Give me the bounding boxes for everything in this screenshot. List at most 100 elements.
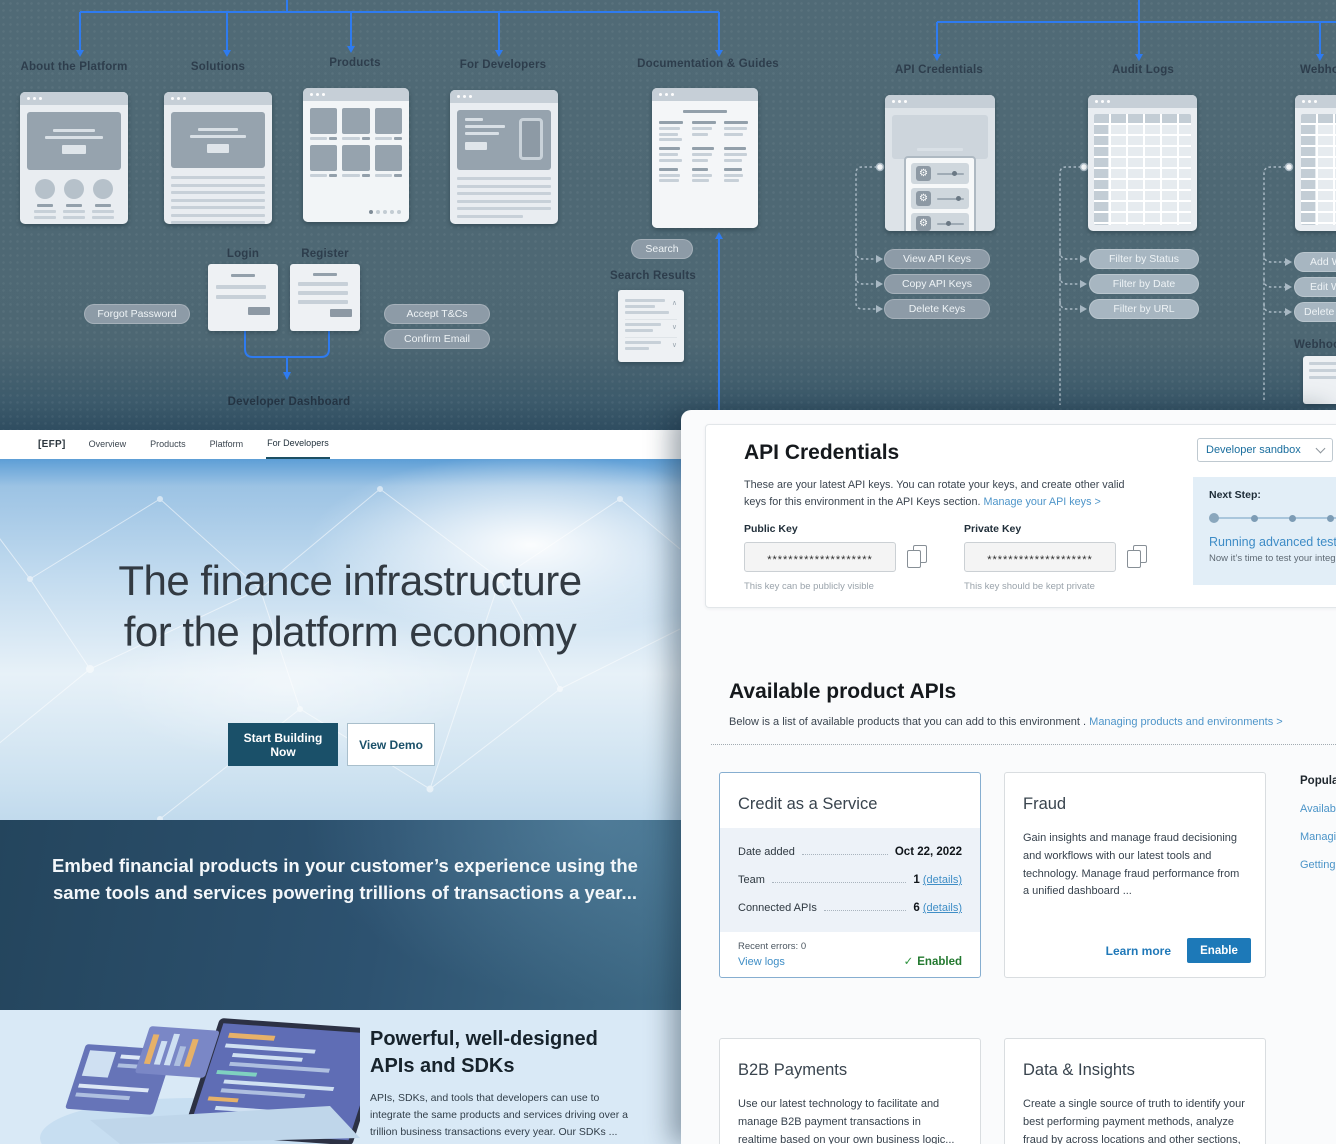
sitemap-pill-filter-by-date[interactable]: Filter by Date bbox=[1089, 274, 1199, 294]
view-logs-link[interactable]: View logs bbox=[738, 956, 785, 968]
enable-button[interactable]: Enable bbox=[1187, 938, 1251, 963]
sitemap-pill-filter-by-status[interactable]: Filter by Status bbox=[1089, 249, 1199, 269]
sitemap-pill-confirm-email[interactable]: Confirm Email bbox=[384, 329, 490, 349]
website-screenshot: [EFP] Overview Products Platform For Dev… bbox=[0, 430, 681, 1144]
sitemap-pill-edit-webhook[interactable]: Edit Webhook bbox=[1294, 277, 1336, 297]
product-card-title: B2B Payments bbox=[738, 1061, 848, 1079]
private-key-label: Private Key bbox=[964, 523, 1022, 535]
sitemap-label-login: Login bbox=[226, 248, 260, 260]
detail-row-team: Team 1 (details) bbox=[738, 874, 962, 886]
wireframe-documentation-page bbox=[652, 88, 758, 228]
wireframe-webhooks-page bbox=[1295, 95, 1336, 231]
api-credentials-description: These are your latest API keys. You can … bbox=[744, 479, 1125, 509]
value-prop-banner: Embed financial products in your custome… bbox=[0, 820, 681, 1010]
laptop-illustration bbox=[40, 1018, 360, 1144]
wireframe-webhook-detail bbox=[1303, 356, 1336, 404]
private-key-group: Private Key ******************** This ke… bbox=[964, 523, 1194, 592]
private-key-input[interactable]: ******************** bbox=[964, 542, 1116, 572]
sdk-section: Powerful, well-designed APIs and SDKs AP… bbox=[0, 1010, 681, 1144]
team-details-link[interactable]: (details) bbox=[922, 874, 962, 886]
wireframe-search-results: ∧ ∨ ∨ bbox=[618, 290, 684, 362]
learn-more-link[interactable]: Learn more bbox=[1105, 943, 1171, 958]
b2b-card-description: Use our latest technology to facilitate … bbox=[738, 1098, 955, 1144]
next-step-title[interactable]: Running advanced test scenarios bbox=[1209, 535, 1336, 549]
next-step-label: Next Step: bbox=[1209, 489, 1261, 501]
sitemap-pill-add-webhook[interactable]: Add Webhook bbox=[1294, 252, 1336, 272]
copy-icon[interactable] bbox=[906, 545, 928, 569]
sitemap-pill-search[interactable]: Search bbox=[631, 239, 693, 259]
detail-row-date-added: Date added Oct 22, 2022 bbox=[738, 846, 962, 858]
gear-icon: ⚙ bbox=[916, 191, 931, 206]
dotted-divider bbox=[711, 744, 1336, 745]
product-card-fraud: Fraud Gain insights and manage fraud dec… bbox=[1004, 772, 1266, 978]
wireframe-login-form bbox=[208, 264, 278, 331]
chevron-up-icon: ∧ bbox=[671, 300, 677, 307]
manage-api-keys-link[interactable]: Manage your API keys > bbox=[983, 496, 1101, 509]
connected-apis-details-link[interactable]: (details) bbox=[922, 902, 962, 914]
recent-errors-text: Recent errors: 0 bbox=[738, 941, 807, 952]
site-logo[interactable]: [EFP] bbox=[38, 439, 66, 450]
developer-dashboard-panel: API Credentials These are your latest AP… bbox=[681, 410, 1336, 1144]
sidebar-link-managing[interactable]: Managing... bbox=[1300, 831, 1336, 843]
hero-title: The finance infrastructure for the platf… bbox=[118, 557, 582, 656]
sitemap-pill-forgot-password[interactable]: Forgot Password bbox=[84, 304, 190, 324]
sitemap-label-webhook-detail: Webhooks bbox=[1294, 339, 1336, 351]
gear-icon: ⚙ bbox=[916, 166, 931, 181]
private-key-hint: This key should be kept private bbox=[964, 581, 1095, 592]
banner-text: Embed financial products in your custome… bbox=[52, 855, 638, 903]
view-demo-button[interactable]: View Demo bbox=[347, 723, 435, 766]
hero-section: The finance infrastructure for the platf… bbox=[0, 459, 681, 850]
product-card-title: Data & Insights bbox=[1023, 1061, 1135, 1079]
sitemap-label-for-developers: For Developers bbox=[459, 59, 547, 71]
sitemap-connectors bbox=[76, 0, 1336, 430]
public-key-label: Public Key bbox=[744, 523, 798, 535]
environment-select[interactable]: Developer sandbox bbox=[1197, 438, 1333, 462]
sidebar-link-getting[interactable]: Getting... bbox=[1300, 859, 1336, 871]
product-card-data-insights: Data & Insights Create a single source o… bbox=[1004, 1038, 1266, 1144]
fraud-card-description: Gain insights and manage fraud decisioni… bbox=[1023, 832, 1240, 898]
sitemap-pill-accept-tcs[interactable]: Accept T&Cs bbox=[384, 304, 490, 324]
sitemap-pill-view-api-keys[interactable]: View API Keys bbox=[884, 249, 990, 269]
enabled-status-badge: ✓Enabled bbox=[903, 956, 962, 968]
sitemap-pill-copy-api-keys[interactable]: Copy API Keys bbox=[884, 274, 990, 294]
product-card-credit-as-a-service: Credit as a Service Date added Oct 22, 2… bbox=[719, 772, 981, 978]
sdk-heading: Powerful, well-designed APIs and SDKs bbox=[370, 1028, 598, 1077]
start-building-button[interactable]: Start Building Now bbox=[228, 723, 338, 766]
wireframe-products-page bbox=[303, 88, 409, 222]
progress-stepper bbox=[1209, 513, 1336, 523]
wireframe-register-form bbox=[290, 264, 360, 331]
nav-item-for-developers[interactable]: For Developers bbox=[266, 430, 330, 459]
check-icon: ✓ bbox=[903, 956, 914, 968]
wireframe-audit-logs-page bbox=[1088, 95, 1197, 231]
wireframe-api-credentials-page: ⚙ ⚙ ⚙ bbox=[885, 95, 995, 231]
sitemap-pill-filter-by-url[interactable]: Filter by URL bbox=[1089, 299, 1199, 319]
nav-item-products[interactable]: Products bbox=[150, 439, 186, 449]
chevron-down-icon: ∨ bbox=[671, 342, 677, 349]
next-step-panel: Next Step: Running advanced test scenari… bbox=[1193, 477, 1336, 585]
public-key-group: Public Key ******************** This key… bbox=[744, 523, 974, 592]
chevron-down-icon: ∨ bbox=[671, 324, 677, 331]
managing-products-link[interactable]: Managing products and environments > bbox=[1089, 716, 1283, 728]
product-card-b2b-payments: B2B Payments Use our latest technology t… bbox=[719, 1038, 981, 1144]
sitemap-pill-delete-webhook[interactable]: Delete Webhook bbox=[1294, 302, 1336, 322]
copy-icon[interactable] bbox=[1126, 545, 1148, 569]
api-credentials-title: API Credentials bbox=[744, 441, 900, 464]
public-key-input[interactable]: ******************** bbox=[744, 542, 896, 572]
chevron-down-icon bbox=[1315, 443, 1326, 454]
website-navbar: [EFP] Overview Products Platform For Dev… bbox=[0, 430, 681, 459]
sidebar-link-available[interactable]: Available... bbox=[1300, 803, 1336, 815]
product-card-title: Fraud bbox=[1023, 795, 1067, 813]
sitemap-label-search-results: Search Results bbox=[610, 270, 696, 282]
nav-item-overview[interactable]: Overview bbox=[88, 439, 127, 449]
api-credentials-card: API Credentials These are your latest AP… bbox=[705, 424, 1336, 608]
gear-icon: ⚙ bbox=[916, 216, 931, 231]
sitemap-pill-delete-keys[interactable]: Delete Keys bbox=[884, 299, 990, 319]
next-step-subtitle: Now it’s time to test your integration bbox=[1209, 553, 1336, 564]
popular-links-sidebar: Popular Available... Managing... Getting… bbox=[1300, 775, 1336, 871]
sitemap-label-solutions: Solutions bbox=[190, 61, 246, 73]
public-key-hint: This key can be publicly visible bbox=[744, 581, 874, 592]
sitemap-label-about: About the Platform bbox=[20, 61, 128, 73]
nav-item-platform[interactable]: Platform bbox=[209, 439, 244, 449]
available-products-title: Available product APIs bbox=[729, 680, 957, 703]
